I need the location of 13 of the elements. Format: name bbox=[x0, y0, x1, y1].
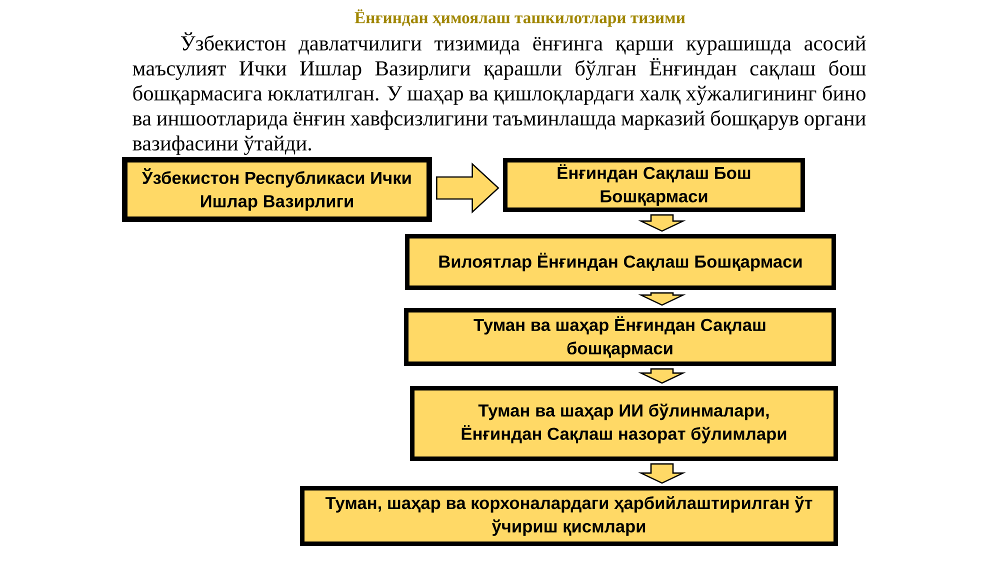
title: Ёнғиндан ҳимоялаш ташкилотлари тизими bbox=[354, 9, 686, 27]
org-box: Туман ва шаҳар Ёнғиндан Сақлаш бошқармаси bbox=[404, 308, 836, 366]
block-arrow bbox=[638, 292, 686, 306]
org-box: Туман ва шаҳар ИИ бўлинмалари, Ёнғиндан Сақлаш назорат бўлимлари bbox=[410, 386, 838, 461]
block-arrow bbox=[436, 162, 500, 214]
block-arrow bbox=[638, 214, 686, 232]
block-arrow bbox=[638, 368, 686, 384]
org-box: Ўзбекистон Республикаси Ички Ишлар Вазирлиги bbox=[122, 157, 432, 222]
org-box: Вилоятлар Ёнғиндан Сақлаш Бошқармаси bbox=[405, 234, 836, 290]
org-box: Туман, шаҳар ва корхоналардаги ҳарбийлаштирилган ўт ўчириш қисмлари bbox=[300, 486, 838, 546]
block-arrow bbox=[638, 463, 686, 484]
paragraph: Ўзбекистон давлатчилиги тизимида ёнғинга қарши курашишда асосий маъсулият Ички Ишлар Вазирлиги қарашли бўлган Ёнғиндан сақлаш бош бошқармасига юклатилган. У шаҳар ва қишлоқлардаги халқ хўжалигининг бино ва иншоотларида ёнғин хавфсизлигини таъминлашда марказий бошқарув органи вазифасини ўтайди. bbox=[132, 32, 866, 155]
org-box: Ёнғиндан Сақлаш Бош Бошқармаси bbox=[503, 158, 805, 212]
